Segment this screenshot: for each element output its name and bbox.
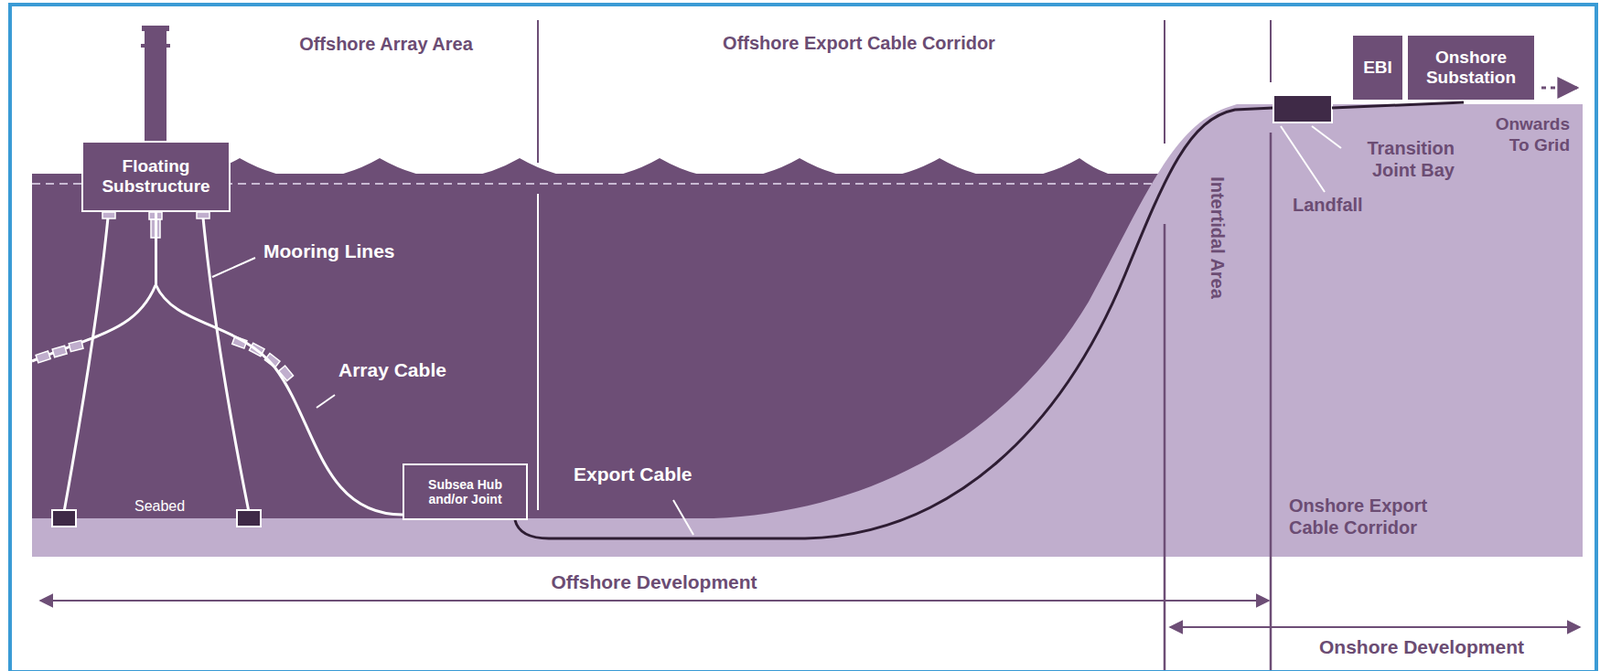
transition-joint-bay bbox=[1273, 95, 1332, 123]
part-label: Mooring Lines bbox=[263, 239, 396, 263]
anchor bbox=[52, 510, 76, 527]
part-label: Transition Joint Bay bbox=[1335, 137, 1455, 182]
seabed-and-land bbox=[32, 104, 1583, 558]
part-label: Seabed bbox=[134, 497, 185, 516]
zone-divider bbox=[1163, 224, 1167, 671]
anchor bbox=[236, 510, 261, 527]
leader-line bbox=[1280, 126, 1325, 193]
span-arrow bbox=[40, 600, 1269, 602]
zone-divider bbox=[1163, 20, 1166, 144]
tower-flange bbox=[140, 43, 171, 48]
fairlead bbox=[196, 212, 210, 219]
leader-line bbox=[316, 395, 335, 409]
node-label: Subsea Hub and/or Joint bbox=[418, 477, 512, 507]
subsea-hub-box: Subsea Hub and/or Joint bbox=[402, 463, 528, 521]
node-label: Onshore Substation bbox=[1417, 47, 1525, 88]
leader-line bbox=[212, 257, 256, 278]
onwards-dot bbox=[1541, 86, 1547, 90]
zone-divider bbox=[536, 20, 539, 163]
span-arrow bbox=[1170, 626, 1580, 629]
leader-line bbox=[1311, 126, 1342, 149]
onshore-cable bbox=[1331, 102, 1464, 108]
zone-divider bbox=[536, 193, 539, 511]
node-label: Floating Substructure bbox=[90, 156, 222, 197]
zone-title: Onshore Export Cable Corridor bbox=[1288, 494, 1463, 539]
zone-divider bbox=[1269, 132, 1273, 671]
ebi-box: EBI bbox=[1353, 35, 1403, 100]
fairlead bbox=[102, 212, 116, 219]
span-label: Onshore Development bbox=[1319, 635, 1525, 659]
part-label: Landfall bbox=[1292, 193, 1364, 216]
buoyancy-modules bbox=[35, 336, 293, 382]
export-cable bbox=[515, 107, 1274, 539]
part-label: Onwards To Grid bbox=[1478, 114, 1570, 157]
mooring-line bbox=[203, 217, 249, 513]
part-label: Array Cable bbox=[338, 358, 447, 382]
part-label: Export Cable bbox=[573, 462, 693, 486]
span-label: Offshore Development bbox=[550, 570, 757, 594]
tower-cap bbox=[141, 25, 170, 32]
onwards-dot bbox=[1550, 86, 1556, 90]
frame bbox=[10, 4, 1597, 671]
zone-title: Offshore Array Area bbox=[299, 32, 473, 55]
mooring-line bbox=[64, 217, 108, 513]
zone-title: Offshore Export Cable Corridor bbox=[722, 32, 996, 54]
onshore-substation-box: Onshore Substation bbox=[1407, 35, 1535, 100]
leader-line bbox=[673, 500, 694, 536]
array-cable-branch bbox=[32, 285, 156, 362]
zone-title: Intertidal Area bbox=[1206, 176, 1229, 300]
floating-substructure-box: Floating Substructure bbox=[81, 140, 231, 213]
node-label: EBI bbox=[1363, 57, 1393, 78]
onwards-arrow bbox=[1559, 86, 1578, 90]
zone-divider bbox=[1269, 20, 1272, 83]
